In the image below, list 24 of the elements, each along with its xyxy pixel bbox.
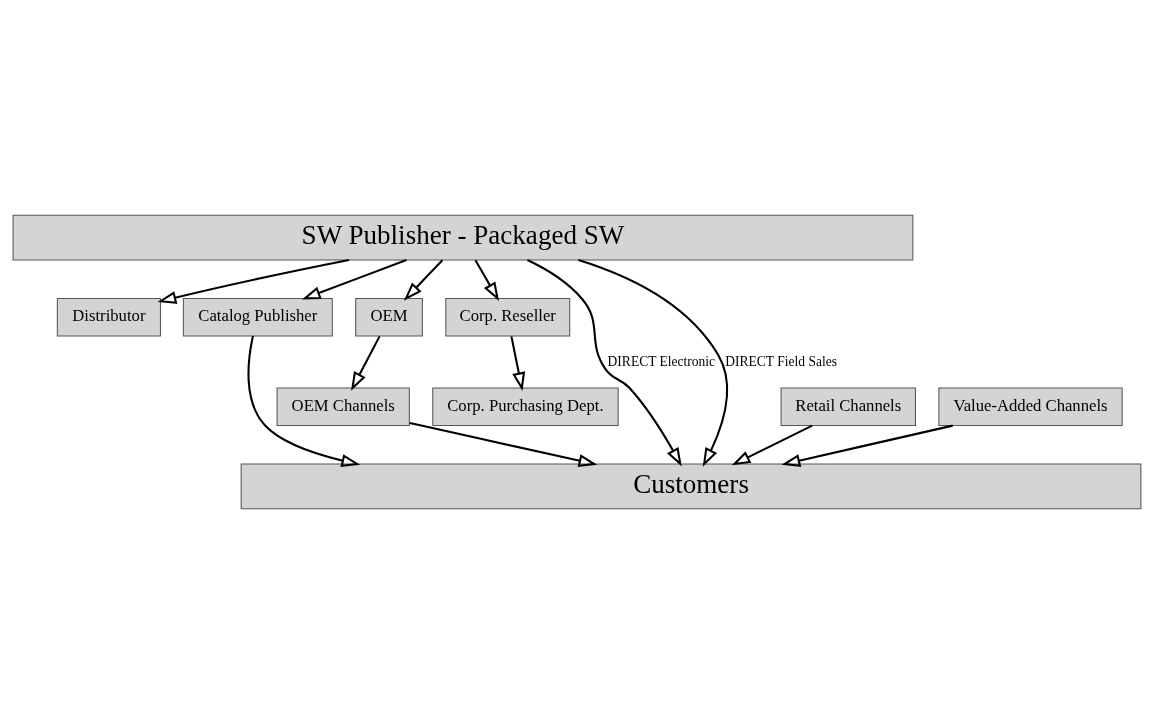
arrow: [409, 421, 598, 468]
node-box: Catalog Publisher: [182, 297, 333, 337]
arrow: [403, 259, 444, 301]
edge-label: DIRECT Electronic: [607, 353, 716, 369]
node-box: OEM Channels: [276, 387, 410, 427]
arrow: [157, 258, 350, 304]
node-box: Distributor: [56, 297, 161, 337]
arrow: [526, 259, 682, 467]
node-box: Customers: [240, 463, 1142, 510]
arrow: [781, 424, 953, 467]
node-box: Corp. Purchasing Dept.: [432, 387, 619, 427]
arrow: [474, 259, 500, 302]
node-box: Value-Added Channels: [938, 387, 1123, 427]
arrow: [301, 259, 407, 300]
arrow: [510, 336, 526, 391]
arrow: [247, 335, 361, 467]
node-box: SW Publisher - Packaged SW: [12, 214, 914, 261]
node-box: Corp. Reseller: [445, 297, 571, 337]
edge-label: DIRECT Field Sales: [725, 353, 837, 369]
arrow: [731, 424, 813, 466]
node-box: Retail Channels: [780, 387, 916, 427]
node-box: OEM: [355, 297, 423, 337]
arrow: [578, 259, 728, 467]
arrow: [351, 335, 381, 391]
